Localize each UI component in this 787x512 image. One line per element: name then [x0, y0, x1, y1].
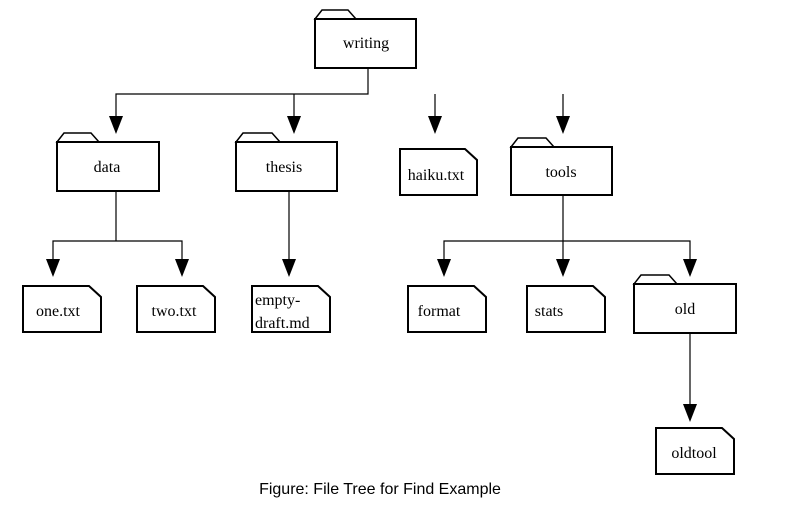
folder-tab-icon — [55, 132, 101, 143]
folder-tab-icon — [313, 9, 358, 20]
arrow-to-two — [175, 259, 189, 277]
file-icon — [136, 285, 216, 333]
arrow-to-haiku — [428, 116, 442, 134]
folder-tab-icon — [234, 132, 282, 143]
folder-tab-icon — [632, 274, 679, 285]
file-node-two[interactable]: two.txt — [136, 285, 216, 333]
file-icon — [251, 285, 331, 333]
file-icon — [407, 285, 487, 333]
folder-body — [56, 141, 160, 192]
arrow-to-tools — [556, 116, 570, 134]
folder-tab-icon — [509, 137, 556, 148]
file-node-one[interactable]: one.txt — [22, 285, 102, 333]
file-node-haiku[interactable]: haiku.txt — [399, 148, 478, 196]
folder-node-writing[interactable]: writing — [313, 9, 417, 69]
file-label: two.txt — [152, 303, 197, 320]
folder-label: data — [94, 159, 121, 176]
folder-node-tools[interactable]: tools — [509, 137, 613, 196]
figure-caption: Figure: File Tree for Find Example — [259, 481, 501, 498]
folder-body — [314, 18, 417, 69]
folder-label: old — [675, 301, 695, 318]
folder-label: tools — [545, 164, 576, 181]
arrow-to-stats — [556, 259, 570, 277]
edge-data-children — [52, 192, 183, 270]
file-icon — [526, 285, 606, 333]
folder-body — [235, 141, 338, 192]
arrow-to-oldtool — [683, 404, 697, 422]
file-node-empty-draft[interactable]: empty- draft.md — [251, 285, 331, 333]
file-icon — [655, 427, 735, 475]
folder-body — [510, 146, 613, 196]
file-icon — [399, 148, 478, 196]
folder-node-thesis[interactable]: thesis — [234, 132, 338, 192]
file-label: format — [418, 303, 461, 320]
tree-edges — [46, 69, 697, 422]
arrow-to-old — [683, 259, 697, 277]
folder-node-data[interactable]: data — [55, 132, 160, 192]
file-label-line1: empty- — [255, 292, 300, 309]
file-icon — [22, 285, 102, 333]
file-label-line2: draft.md — [255, 315, 310, 332]
file-label: one.txt — [36, 303, 81, 320]
arrow-to-empty-draft — [282, 259, 296, 277]
arrow-to-one — [46, 259, 60, 277]
file-label: stats — [535, 303, 563, 320]
edge-writing-children — [115, 69, 564, 127]
file-label: haiku.txt — [408, 167, 465, 184]
folder-node-old[interactable]: old — [632, 274, 737, 334]
file-node-oldtool[interactable]: oldtool — [655, 427, 735, 475]
edge-tools-children — [443, 196, 691, 270]
file-label: oldtool — [671, 445, 717, 462]
arrow-to-data — [109, 116, 123, 134]
arrow-to-format — [437, 259, 451, 277]
folder-body — [633, 283, 737, 334]
arrow-to-thesis — [287, 116, 301, 134]
folder-label: thesis — [266, 159, 302, 176]
file-node-format[interactable]: format — [407, 285, 487, 333]
folder-label: writing — [343, 35, 389, 52]
file-node-stats[interactable]: stats — [526, 285, 606, 333]
